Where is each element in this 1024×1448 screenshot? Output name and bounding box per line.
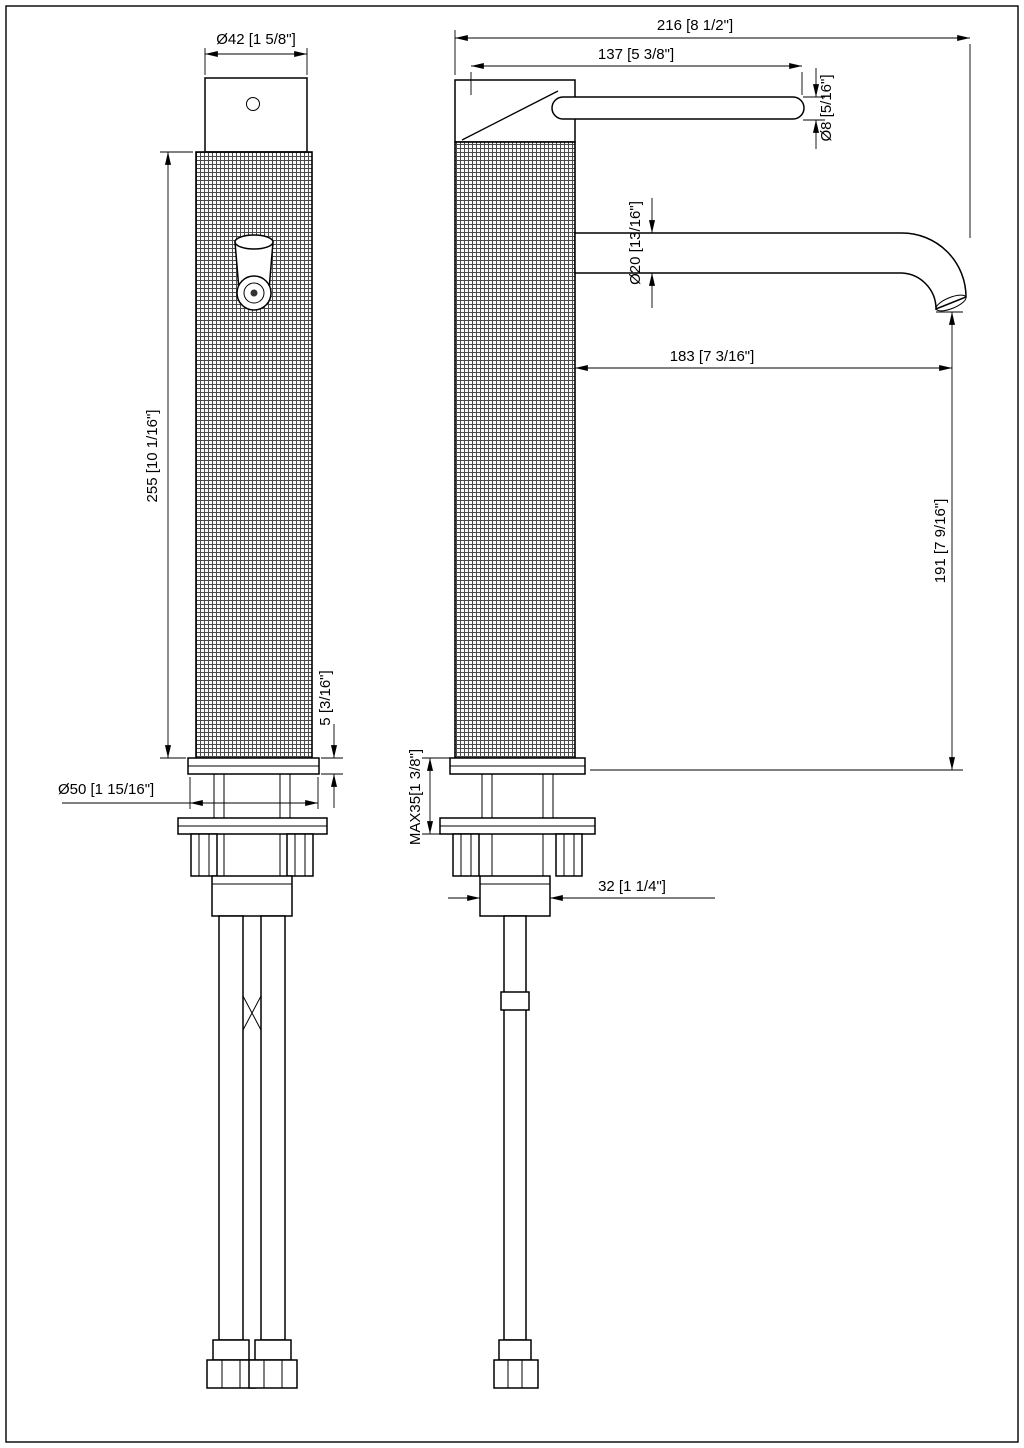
side-connector-block	[479, 875, 551, 917]
dim-spout-reach: 183 [7 3/16"]	[575, 348, 952, 372]
side-spout	[574, 232, 967, 311]
side-hex-nuts	[452, 833, 583, 877]
dim-cap-diameter: Ø42 [1 5/8"]	[204, 31, 308, 75]
front-aerator-dot	[250, 289, 258, 297]
front-supply-hoses	[218, 915, 286, 1341]
front-cap-button	[246, 97, 260, 111]
dim-cap-diameter-label: Ø42 [1 5/8"]	[216, 31, 296, 48]
dim-body-height: 255 [10 1/16"]	[144, 151, 193, 759]
side-spout-mouth	[935, 294, 967, 312]
front-hose-fittings	[206, 1339, 298, 1389]
side-lever-rod	[551, 96, 805, 120]
dim-max-deck-thickness: MAX35[1 3/8"]	[407, 749, 452, 845]
dim-lever-length: 137 [5 3/8"]	[470, 46, 803, 95]
dim-body-height-label: 255 [10 1/16"]	[144, 410, 161, 503]
front-spout-outlet	[234, 234, 274, 311]
side-lever-cone	[461, 90, 559, 141]
dim-spout-reach-label: 183 [7 3/16"]	[670, 348, 755, 365]
side-hose-fitting	[493, 1339, 539, 1389]
side-supply-hose	[500, 915, 530, 1341]
dim-base-plate-height: 5 [3/16"]	[317, 670, 343, 808]
dim-max-deck-thickness-label: MAX35[1 3/8"]	[407, 749, 424, 845]
dim-base-plate-height-label: 5 [3/16"]	[317, 670, 334, 725]
side-view	[439, 79, 967, 1389]
dim-base-diameter-label: Ø50 [1 15/16"]	[58, 781, 154, 798]
dim-total-width-label: 216 [8 1/2"]	[657, 17, 733, 34]
front-connector-block	[211, 875, 293, 917]
dim-spout-diameter: Ø20 [13/16"]	[627, 198, 656, 308]
front-cap	[204, 77, 308, 153]
dim-base-diameter: Ø50 [1 15/16"]	[58, 777, 319, 809]
dim-thread-width-label: 32 [1 1/4"]	[598, 878, 666, 895]
dim-lever-diameter: Ø8 [5/16"]	[803, 68, 835, 149]
dim-spout-diameter-label: Ø20 [13/16"]	[627, 201, 644, 285]
dimension-annotations: Ø42 [1 5/8"] 255 [10 1/16"] 5 [3/16"] Ø5…	[58, 17, 971, 902]
dim-spout-height: 191 [7 9/16"]	[590, 311, 963, 771]
dim-thread-width: 32 [1 1/4"]	[448, 878, 715, 902]
dim-spout-height-label: 191 [7 9/16"]	[932, 499, 949, 584]
front-view	[177, 77, 328, 1389]
dim-total-width: 216 [8 1/2"]	[454, 17, 971, 238]
drawing-frame	[5, 5, 1019, 1443]
front-hex-nuts	[190, 833, 314, 877]
dim-lever-diameter-label: Ø8 [5/16"]	[818, 74, 835, 141]
side-knurled-body	[454, 141, 576, 759]
dim-lever-length-label: 137 [5 3/8"]	[598, 46, 674, 63]
